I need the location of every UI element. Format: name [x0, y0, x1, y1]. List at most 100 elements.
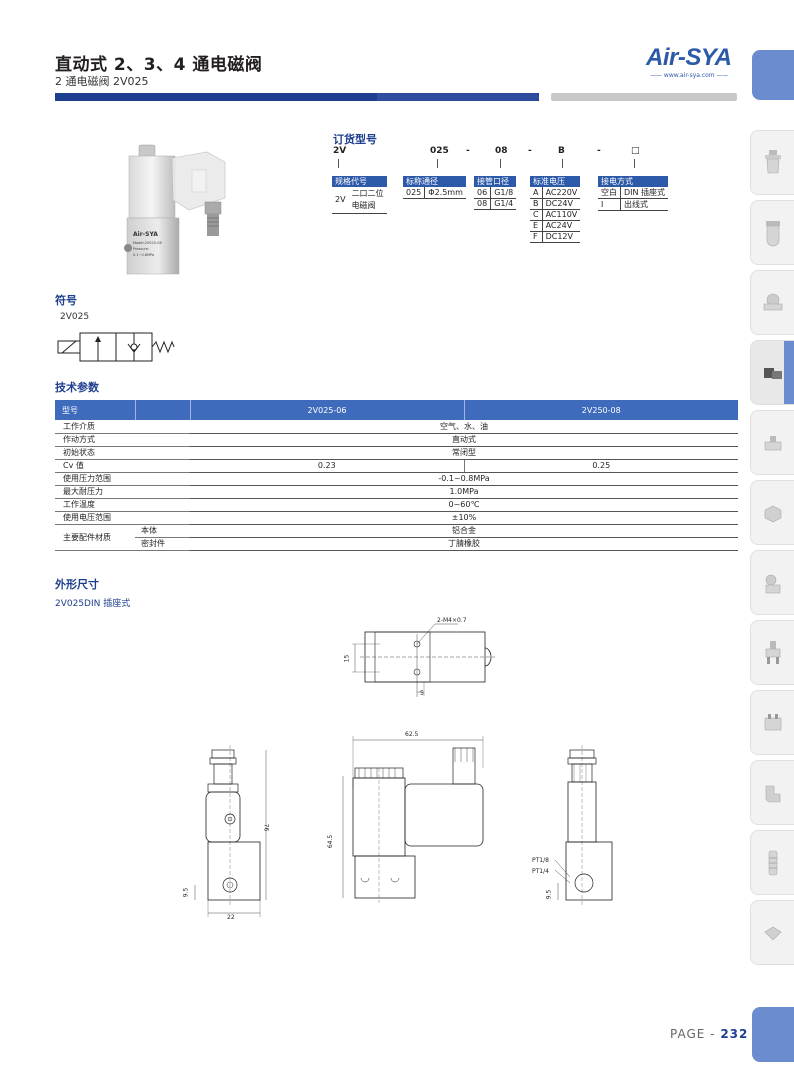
series-header: 规格代号: [332, 176, 387, 187]
order-title: 订货型号: [333, 133, 377, 146]
params-header-blank: [135, 400, 191, 420]
port-code: 06: [474, 187, 491, 199]
symbol-title: 符号: [55, 294, 77, 307]
param-label: 主要配件材质: [55, 524, 135, 551]
header-bar-gray: [551, 93, 737, 101]
voltage-code: A: [530, 187, 543, 199]
lubricator-icon: [765, 220, 780, 246]
order-series-table: 规格代号 2V 二口二位电磁阀: [332, 176, 387, 214]
voltage-code: F: [530, 231, 543, 243]
page-subtitle: 2 通电磁阀 2V025: [55, 75, 149, 88]
dim-5: 5: [420, 690, 424, 697]
side-tab-actuator[interactable]: [750, 550, 794, 615]
order-code-series: 2V: [333, 146, 347, 156]
symbol-model: 2V025: [60, 312, 90, 322]
fitting-icon: [765, 785, 780, 802]
active-tab-accent: [784, 341, 794, 404]
code-pointer: [437, 159, 438, 168]
silencer-icon: [768, 850, 777, 875]
order-code-port: 08: [495, 146, 508, 156]
port-header: 接管口径: [474, 176, 517, 187]
order-code-dash: -: [597, 146, 601, 156]
side-tab-solenoid-valve[interactable]: [750, 340, 794, 405]
param-value: 1.0MPa: [190, 485, 738, 499]
dim-bolt: 2-M4×0.7: [437, 617, 467, 624]
side-tab-manifold[interactable]: [750, 480, 794, 545]
wiring-header: 接电方式: [598, 176, 669, 187]
port-size: G1/8: [490, 187, 517, 199]
wiring-code: 空白: [598, 187, 621, 199]
table-row: 工作温度 0~60℃: [55, 498, 738, 512]
port-size: G1/4: [490, 198, 517, 210]
dimensions-subtitle: 2V025DIN 插座式: [55, 599, 131, 609]
param-value: 丁腈橡胶: [190, 537, 738, 551]
side-tab-filter[interactable]: [750, 130, 794, 195]
param-value: 空气、水、油: [190, 420, 738, 434]
dim-22: 22: [227, 914, 235, 921]
solenoid-valve-icon: [763, 367, 782, 379]
dim-64-5: 64.5: [327, 834, 335, 849]
code-pointer: [500, 159, 501, 168]
param-label: 作动方式: [55, 433, 190, 447]
side-tab-bottom[interactable]: [752, 1007, 794, 1062]
side-tab-top[interactable]: [752, 50, 794, 100]
param-label: 工作温度: [55, 498, 190, 512]
bore-header: 标称通径: [403, 176, 466, 187]
voltage-header: 标准电压: [530, 176, 581, 187]
side-tab-cylinder[interactable]: [750, 410, 794, 475]
slide-icon: [764, 713, 781, 730]
order-code-bore: 025: [430, 146, 449, 156]
side-tab-silencer[interactable]: [750, 830, 794, 895]
order-code-dash: -: [466, 146, 470, 156]
logo-url: —— www.air-sya.com ——: [650, 72, 729, 79]
series-code: 2V: [332, 187, 349, 214]
table-row: 工作介质 空气、水、油: [55, 420, 738, 434]
order-code-voltage: B: [558, 146, 565, 156]
param-value: 0.23: [190, 459, 464, 473]
table-row: 主要配件材质 本体 铝合金: [55, 524, 738, 551]
dim-pt14: PT1/4: [532, 868, 549, 875]
order-code-dash: -: [528, 146, 532, 156]
param-label: 最大耐压力: [55, 485, 190, 499]
front-view-drawing: [342, 736, 484, 903]
params-header-col1: 2V025-06: [190, 400, 465, 420]
page-number: PAGE - 232: [670, 1027, 749, 1041]
valve-symbol: [57, 332, 175, 362]
svg-text:0.1~0.8MPa: 0.1~0.8MPa: [133, 253, 154, 257]
voltage-code: B: [530, 198, 543, 210]
table-row: 密封件 丁腈橡胶: [55, 537, 738, 551]
page-title: 直动式 2、3、4 通电磁阀: [55, 55, 263, 75]
side-tab-slide[interactable]: [750, 690, 794, 755]
dim-9-5: 9.5: [182, 887, 190, 898]
side-tab-gripper[interactable]: [750, 620, 794, 685]
top-view-drawing: [352, 623, 495, 697]
dim-76: 76: [262, 823, 270, 832]
side-tab-regulator[interactable]: [750, 270, 794, 335]
actuator-icon: [765, 574, 780, 593]
params-header-col2: 2V250-08: [464, 400, 738, 420]
voltage-value: AC220V: [541, 187, 581, 199]
param-value: -0.1~0.8MPa: [190, 472, 738, 486]
param-value: 常闭型: [190, 446, 738, 460]
dim-62-5: 62.5: [405, 731, 419, 738]
voltage-code: C: [530, 209, 543, 221]
bore-size: Φ2.5mm: [424, 187, 466, 199]
left-view-drawing: [194, 745, 267, 917]
voltage-value: DC24V: [541, 198, 581, 210]
code-pointer: [562, 159, 563, 168]
param-label: Cv 值: [55, 459, 190, 473]
side-tab-fitting[interactable]: [750, 760, 794, 825]
brand-logo: Air-SYA —— www.air-sya.com ——: [646, 46, 741, 86]
voltage-value: AC24V: [541, 220, 581, 232]
table-row: 使用电压范围 ±10%: [55, 511, 738, 525]
param-value: 直动式: [190, 433, 738, 447]
manifold-icon: [764, 505, 781, 522]
table-row: 最大耐压力 1.0MPa: [55, 485, 738, 499]
param-value: ±10%: [190, 511, 738, 525]
dim-pt18: PT1/8: [532, 857, 549, 864]
side-tab-accessory[interactable]: [750, 900, 794, 965]
side-tab-lubricator[interactable]: [750, 200, 794, 265]
